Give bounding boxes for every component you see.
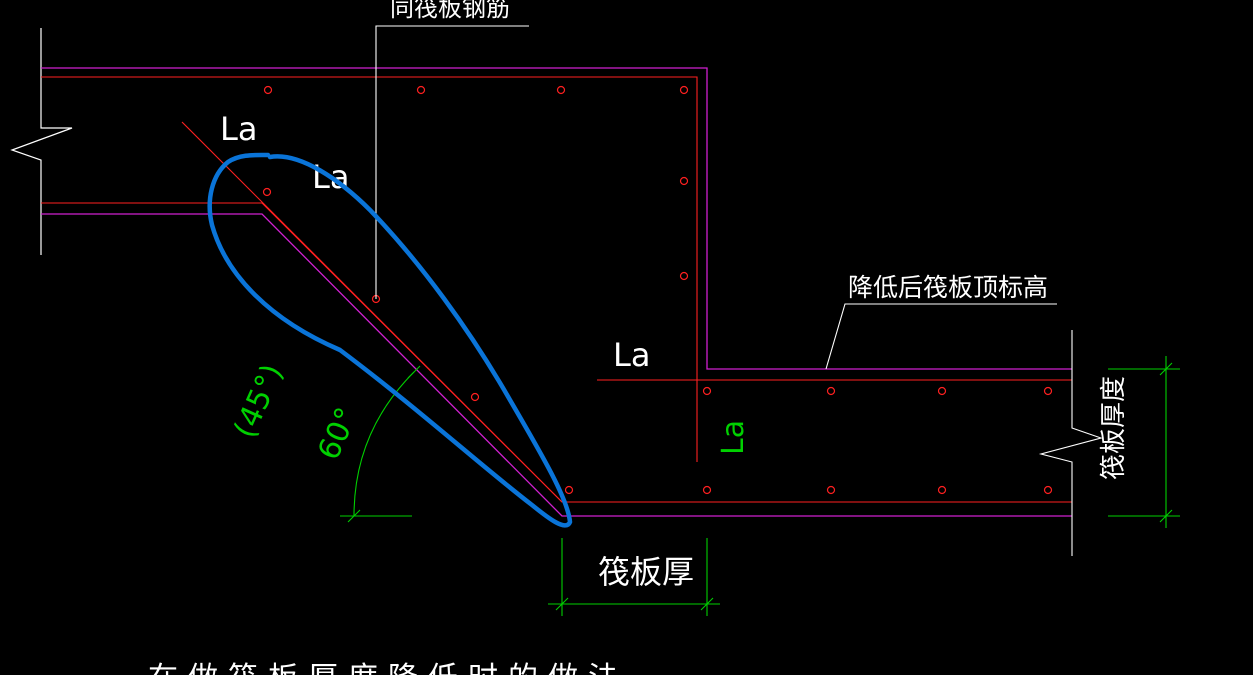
upper-slab-top-edge (41, 67, 1072, 370)
rebar-dot (556, 85, 566, 95)
angle-main-label: 60° (311, 402, 365, 465)
raft-thickness-bottom-label: 筏板厚 (598, 553, 694, 591)
angle-alt-label: (45°) (227, 359, 290, 443)
la-label-step: La (613, 336, 650, 374)
dimensions (340, 356, 1180, 616)
dim-bottom-tick-right (700, 597, 714, 611)
rebar-dot (826, 485, 836, 495)
rebar-callout-label: 同筏板钢筋 (390, 0, 510, 22)
bottom-note-label: 在做筏板厚度降低时的做法 (148, 661, 628, 675)
freehand-markup-loop (207, 152, 573, 528)
leaders (375, 25, 1103, 556)
dim-bottom-tick-left (555, 597, 569, 611)
dim-right-tick-top (1159, 362, 1173, 376)
rebar-dots (262, 85, 1053, 495)
rebar-dot (679, 85, 689, 95)
upper-slab-bottom-edge (41, 213, 1072, 517)
right-break-line (1038, 330, 1103, 556)
dim-right-tick-bottom (1159, 509, 1173, 523)
rebar-dot (470, 392, 480, 402)
labels: 同筏板钢筋 La La La La 降低后筏板顶标高 筏板厚 筏板厚度 (45°… (148, 0, 1129, 675)
rebar-dot (702, 485, 712, 495)
slab-edges (41, 67, 1072, 517)
angle-tick-base (347, 509, 361, 523)
sloped-rebar-b (261, 202, 1072, 503)
rebar-lines (41, 76, 1072, 503)
rebar-dot (564, 485, 574, 495)
angle-arc (353, 371, 415, 517)
left-break-line (10, 28, 73, 255)
top-callout-leader (375, 25, 529, 299)
rebar-dot (1043, 386, 1053, 396)
elevation-leader (825, 303, 1057, 370)
rebar-dot (262, 187, 272, 197)
rebar-dot (826, 386, 836, 396)
rebar-dot (679, 271, 689, 281)
raft-thickness-right-label: 筏板厚度 (1099, 376, 1129, 480)
rebar-dot (1043, 485, 1053, 495)
la-label-vertical: La (716, 420, 751, 455)
rebar-dot (679, 176, 689, 186)
rebar-dot (937, 485, 947, 495)
top-rebar (41, 76, 698, 462)
rebar-dot (263, 85, 273, 95)
lowered-elevation-label: 降低后筏板顶标高 (848, 273, 1048, 302)
rebar-dot (416, 85, 426, 95)
upper-slab-boundary (10, 28, 73, 255)
rebar-dot (702, 386, 712, 396)
la-label-upper-left: La (220, 110, 257, 148)
angle-tick-arc (407, 365, 421, 379)
rebar-dot (937, 386, 947, 396)
